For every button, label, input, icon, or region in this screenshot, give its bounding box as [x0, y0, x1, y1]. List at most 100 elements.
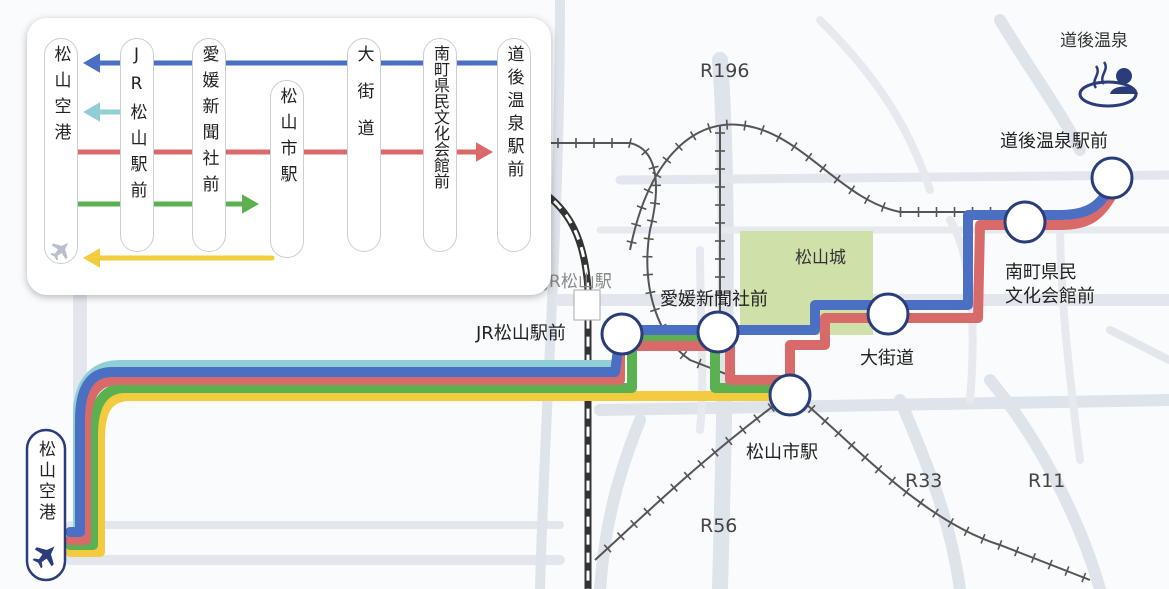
rail-tick — [649, 307, 660, 313]
station-okaido-label[interactable]: 大街道 — [860, 348, 914, 369]
legend-stop-ehime-label: 愛媛新聞社前 — [198, 45, 219, 201]
station-jr-marker[interactable] — [600, 312, 644, 356]
rail-tick — [861, 453, 869, 462]
route-legend: 松山空港 JR松山駅前 愛媛新聞社前 松山市駅 大街道 南町県民文化会館前 道後… — [27, 18, 551, 295]
legend-stop-minami: 南町県民文化会館前 — [423, 38, 457, 252]
legend-stop-jr: JR松山駅前 — [120, 38, 154, 252]
station-okaido-marker[interactable] — [866, 292, 910, 336]
legend-stop-minami-label: 南町県民文化会館前 — [431, 45, 450, 189]
station-city-marker[interactable] — [768, 373, 812, 417]
rail-tick — [641, 147, 650, 156]
rail-tick — [767, 403, 775, 413]
station-ehime-marker[interactable] — [696, 310, 740, 354]
rail-tick — [631, 222, 642, 227]
rail-tick — [834, 428, 843, 438]
airport-station-marker[interactable] — [25, 428, 67, 582]
road-r196-label: R196 — [700, 60, 750, 82]
rail-tick — [725, 119, 729, 130]
rail-tick — [848, 185, 856, 195]
rail-tick — [646, 219, 658, 223]
road-r56-label: R56 — [700, 515, 738, 537]
station-jr-label[interactable]: JR松山駅前 — [476, 323, 566, 344]
rail-tick — [679, 350, 688, 360]
rail-tick — [697, 459, 705, 469]
rail-tick — [649, 201, 661, 205]
legend-stop-jr-label: JR松山駅前 — [126, 45, 147, 207]
legend-stop-city: 松山市駅 — [270, 80, 304, 258]
jr-station-building — [573, 289, 601, 321]
jr-station-building-label: JR松山駅 — [544, 272, 612, 292]
rail-tick — [648, 165, 659, 170]
rail-tick — [847, 441, 856, 450]
rail-tick — [725, 436, 733, 446]
route-red-line — [65, 190, 1117, 545]
rail-tick — [603, 544, 612, 553]
rail-tick — [807, 404, 816, 414]
rail-tick — [707, 123, 712, 134]
rail-tick — [833, 174, 841, 184]
rail-tick — [683, 471, 692, 481]
rail-tick — [790, 142, 798, 152]
rail-tick — [643, 507, 652, 517]
rail-tick — [821, 416, 830, 426]
station-dogo-marker[interactable] — [1090, 156, 1134, 200]
route-green-line — [65, 333, 637, 550]
station-city-label[interactable]: 松山市駅 — [746, 442, 818, 463]
rail-tick — [980, 533, 986, 544]
station-dogo-label[interactable]: 道後温泉駅前 — [1000, 131, 1108, 152]
rail-tick — [997, 539, 1003, 550]
rail-tick — [642, 273, 654, 276]
route-green-ehime-line — [635, 333, 785, 393]
legend-stop-dogo-label: 道後温泉駅前 — [503, 45, 524, 183]
airplane-icon — [32, 546, 55, 569]
rail-tick — [662, 156, 672, 164]
rail-tick — [643, 237, 654, 241]
rail-tick — [932, 508, 939, 518]
rail-tick — [652, 171, 662, 179]
rail-tick — [743, 120, 747, 131]
legend-stop-city-label: 松山市駅 — [276, 87, 297, 191]
rail-tick — [759, 124, 765, 135]
rail-tick — [630, 519, 639, 529]
station-ehime-label[interactable]: 愛媛新聞社前 — [660, 289, 768, 310]
legend-stop-okaido: 大街道 — [347, 38, 381, 252]
legend-stop-dogo: 道後温泉駅前 — [497, 38, 531, 252]
rail-tick — [616, 532, 625, 541]
rail-tick — [1081, 572, 1087, 583]
rail-tick — [917, 498, 925, 508]
rail-tick — [628, 137, 632, 149]
rail-tick — [1047, 559, 1053, 570]
rail-tick — [643, 188, 654, 194]
legend-stop-airport: 松山空港 — [44, 38, 78, 264]
rail-tick — [711, 448, 719, 457]
rail-tick — [819, 163, 827, 173]
dogo-onsen-label: 道後温泉 — [1060, 31, 1128, 51]
rail-tick — [636, 205, 647, 211]
rail-tick — [626, 240, 637, 245]
station-minami-label-line2[interactable]: 文化会館前 — [1005, 286, 1095, 307]
rail-tick — [902, 487, 911, 497]
castle-label: 松山城 — [795, 248, 846, 268]
road-r11-label: R11 — [1028, 470, 1066, 492]
station-minami-label-line1[interactable]: 南町県民 — [1005, 262, 1077, 283]
rail-tick — [1030, 553, 1036, 563]
station-minami-marker[interactable] — [1003, 200, 1047, 244]
private-rail-lines — [550, 123, 1091, 581]
rail-tick — [656, 495, 665, 504]
rail-tick — [775, 132, 782, 143]
rail-tick — [874, 464, 883, 474]
rail-tick — [963, 526, 970, 537]
rail-tick — [696, 358, 702, 369]
rail-tick — [1064, 566, 1070, 576]
station-airport-label[interactable]: 松山空港 — [35, 440, 55, 524]
legend-airplane-icon — [49, 240, 71, 262]
rail-tick — [674, 142, 683, 152]
rail-tick — [1014, 546, 1020, 557]
rail-tick — [947, 517, 954, 528]
road-r33-label: R33 — [905, 470, 943, 492]
rail-tick — [689, 131, 697, 141]
legend-stop-okaido-label: 大街道 — [353, 45, 374, 156]
route-yellow-line — [65, 391, 797, 557]
rail-tick — [863, 194, 871, 205]
